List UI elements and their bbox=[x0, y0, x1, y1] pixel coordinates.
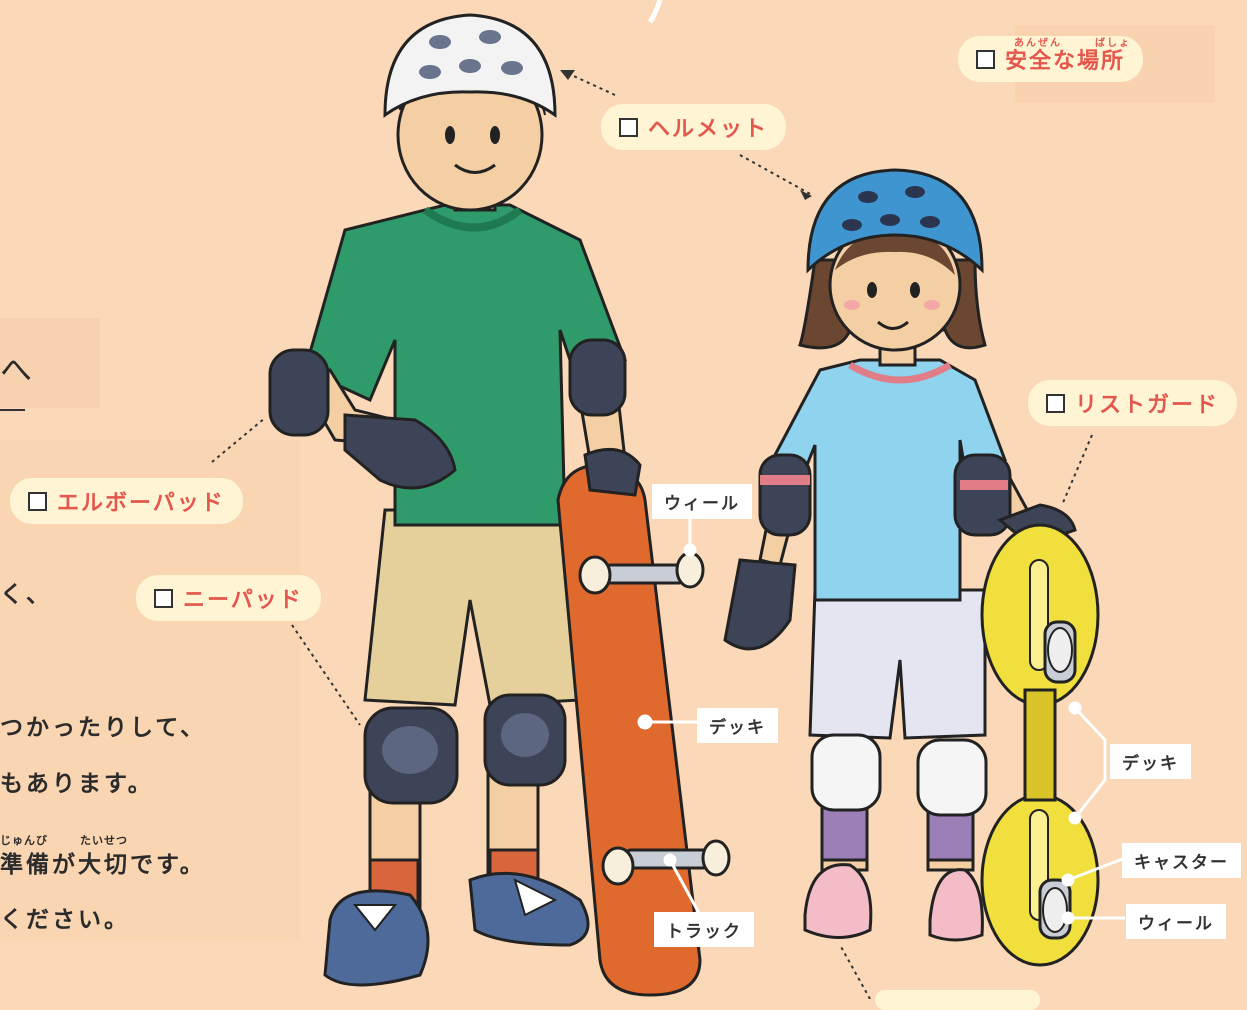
skateboard-deck-tag: デッキ bbox=[697, 708, 778, 743]
ruby-basho: ばしょ bbox=[1095, 38, 1131, 49]
boy-figure bbox=[268, 13, 627, 987]
checkbox-icon bbox=[154, 588, 173, 608]
caster-caster-tag: キャスター bbox=[1122, 843, 1241, 878]
body-line-5: ください。 bbox=[0, 907, 130, 933]
label-knee-pad: ニーパッド bbox=[136, 575, 321, 621]
skateboard-wheel-tag: ウィール bbox=[652, 484, 752, 519]
ruby-junbi: じゅんび bbox=[0, 834, 48, 847]
label-helmet-text: ヘルメット bbox=[648, 117, 769, 142]
label-elbow-pad-text: エルボーパッド bbox=[57, 491, 225, 516]
leader-wrist bbox=[1061, 434, 1093, 506]
caster-wheel-tag: ウィール bbox=[1126, 904, 1226, 939]
body-line-1: く、 bbox=[0, 582, 52, 608]
checkbox-icon bbox=[1046, 393, 1065, 413]
leader-shoes bbox=[839, 944, 871, 999]
ruby-anzen: あんぜん bbox=[1014, 38, 1062, 49]
label-knee-pad-text: ニーパッド bbox=[183, 588, 303, 613]
body-line-4: 準備が大切です。 bbox=[0, 852, 206, 878]
heading-fragment: へ bbox=[0, 351, 36, 389]
checkbox-icon bbox=[619, 117, 638, 137]
label-elbow-pad: エルボーパッド bbox=[10, 478, 243, 524]
label-helmet: ヘルメット bbox=[601, 104, 787, 150]
caster-deck-tag: デッキ bbox=[1110, 744, 1191, 779]
leader-helmet-girl bbox=[739, 154, 813, 196]
checkbox-icon bbox=[976, 49, 995, 69]
body-line-2: つかったりして、 bbox=[0, 715, 207, 741]
skateboard-truck-tag: トラック bbox=[654, 912, 754, 947]
label-wrist-guard-text: リストガード bbox=[1075, 393, 1220, 418]
leader-helmet-boy bbox=[564, 71, 616, 96]
checkbox-icon bbox=[28, 491, 47, 511]
body-line-3: もあります。 bbox=[0, 771, 154, 797]
label-safe-place: 安全な場所 bbox=[958, 36, 1144, 82]
label-safe-place-text: 安全な場所 bbox=[1005, 49, 1126, 74]
caster-board bbox=[980, 523, 1100, 967]
leader-elbow bbox=[211, 417, 266, 463]
label-wrist-guard: リストガード bbox=[1028, 380, 1238, 426]
ruby-taisetsu: たいせつ bbox=[80, 834, 128, 847]
leader-knee bbox=[291, 624, 361, 726]
background-panel bbox=[0, 318, 100, 408]
girl-figure bbox=[723, 168, 1077, 942]
label-shoes-cropped bbox=[875, 990, 1040, 1010]
